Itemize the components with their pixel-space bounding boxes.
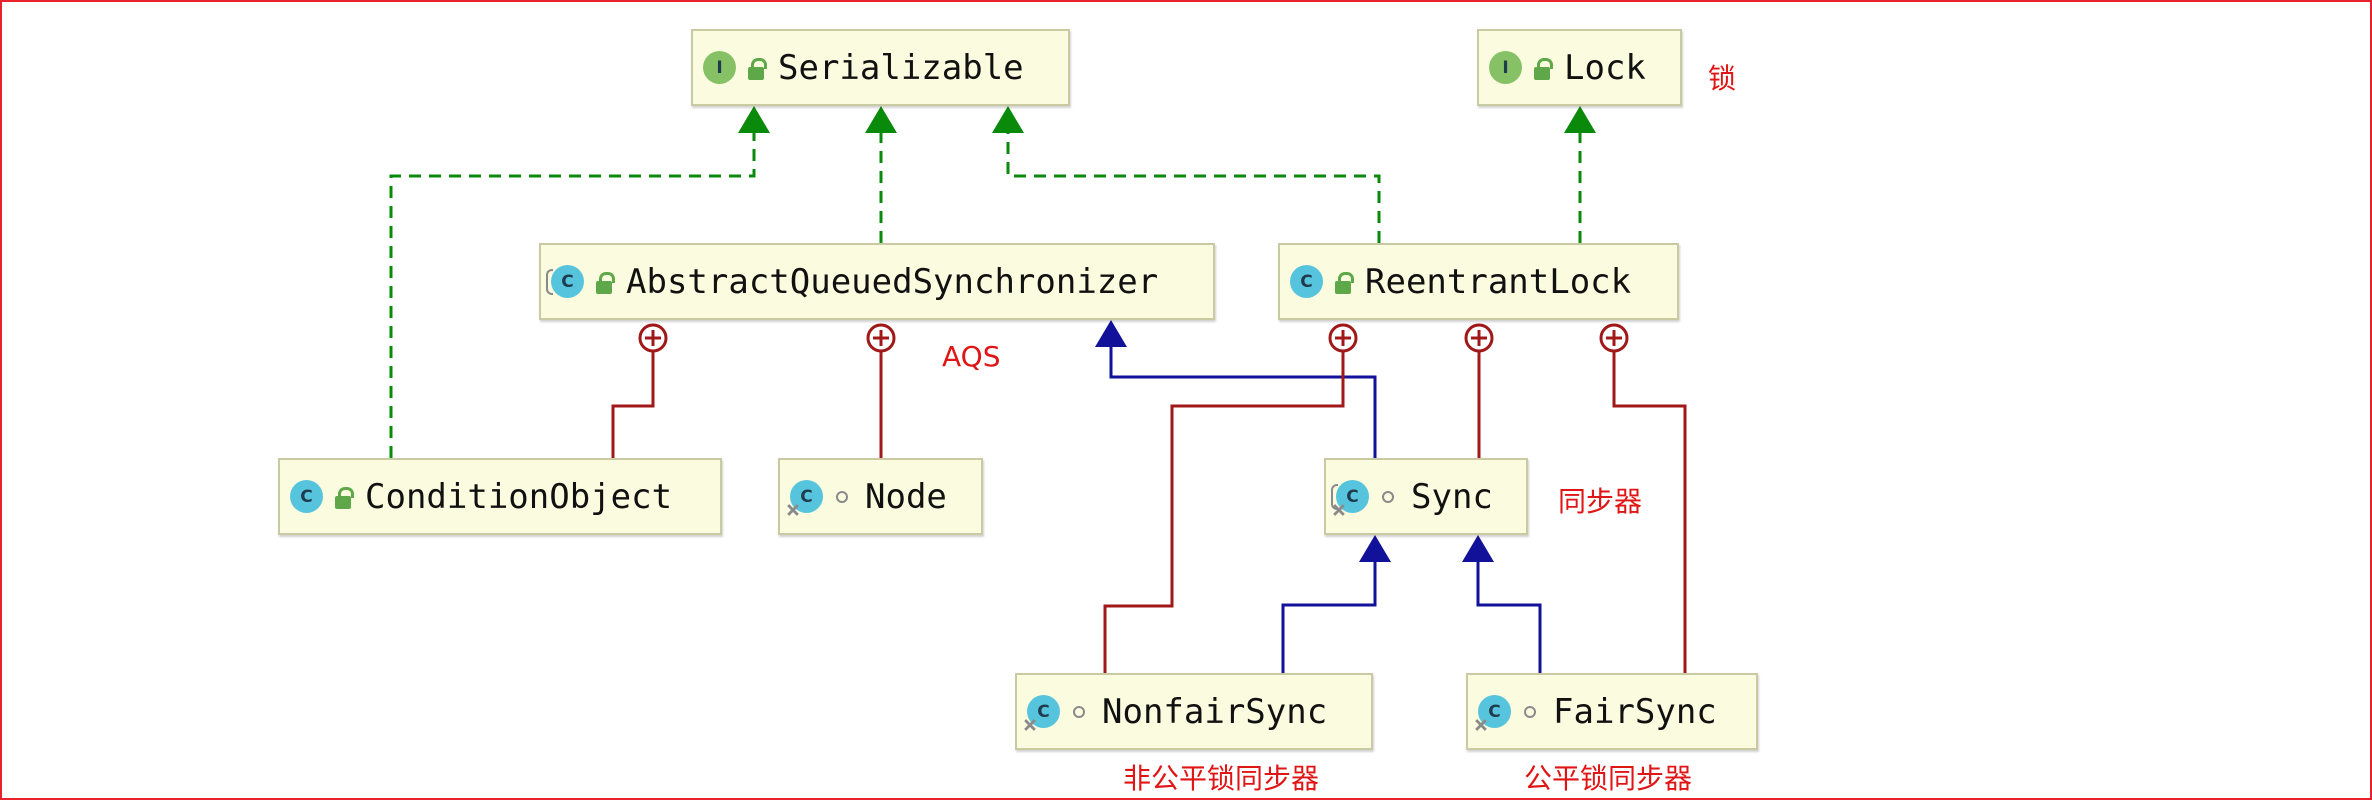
inner-class-marker bbox=[638, 323, 668, 353]
arrowhead-extends bbox=[1359, 535, 1391, 562]
node-label: ReentrantLock bbox=[1365, 261, 1632, 302]
edge-condition-object-implements-serializable bbox=[389, 132, 756, 458]
interface-icon: I bbox=[703, 51, 736, 84]
interface-icon: I bbox=[1489, 51, 1522, 84]
annotation-nonfair-sync: 非公平锁同步器 bbox=[1123, 762, 1320, 795]
package-access-icon bbox=[1377, 480, 1399, 513]
inner-class-marker bbox=[1464, 323, 1494, 353]
public-access-icon bbox=[331, 480, 354, 513]
node-label: ConditionObject bbox=[365, 476, 673, 517]
static-class-icon: C bbox=[790, 480, 823, 513]
arrowhead-extends bbox=[1095, 320, 1127, 347]
edge-reentrant-lock-implements-serializable bbox=[1006, 132, 1381, 243]
public-access-icon bbox=[744, 51, 767, 84]
arrowhead-implements bbox=[865, 106, 897, 133]
arrowhead-implements bbox=[738, 106, 770, 133]
node-reentrant-lock[interactable]: C ReentrantLock bbox=[1278, 243, 1679, 320]
node-abstract-queued-synchronizer[interactable]: C AbstractQueuedSynchronizer bbox=[539, 243, 1215, 320]
node-lock[interactable]: I Lock bbox=[1477, 29, 1682, 106]
arrowhead-implements bbox=[1564, 106, 1596, 133]
inner-class-marker bbox=[866, 323, 896, 353]
public-access-icon bbox=[1530, 51, 1553, 84]
class-icon: C bbox=[1290, 265, 1323, 298]
abstract-class-icon: C bbox=[546, 265, 584, 298]
edge-condition-object-inner-of-aqs bbox=[611, 352, 655, 458]
node-node[interactable]: C Node bbox=[778, 458, 983, 535]
inner-class-marker bbox=[1599, 323, 1629, 353]
public-access-icon bbox=[1331, 265, 1354, 298]
annotation-fair-sync: 公平锁同步器 bbox=[1524, 762, 1693, 795]
class-icon: C bbox=[290, 480, 323, 513]
edge-sync-extends-aqs bbox=[1109, 347, 1377, 458]
node-nonfair-sync[interactable]: C NonfairSync bbox=[1015, 673, 1373, 750]
static-class-icon: C bbox=[1027, 695, 1060, 728]
node-sync[interactable]: C Sync bbox=[1324, 458, 1528, 535]
public-access-icon bbox=[592, 265, 615, 298]
static-class-icon: C bbox=[1478, 695, 1511, 728]
annotation-aqs: AQS bbox=[942, 340, 1001, 373]
node-label: Node bbox=[865, 476, 947, 517]
arrowhead-extends bbox=[1462, 535, 1494, 562]
node-label: Serializable bbox=[778, 47, 1024, 88]
node-fair-sync[interactable]: C FairSync bbox=[1466, 673, 1758, 750]
node-label: AbstractQueuedSynchronizer bbox=[626, 261, 1159, 302]
annotation-sync: 同步器 bbox=[1558, 485, 1643, 518]
node-label: FairSync bbox=[1553, 691, 1717, 732]
package-access-icon bbox=[1519, 695, 1541, 728]
inner-class-marker bbox=[1328, 323, 1358, 353]
package-access-icon bbox=[1068, 695, 1090, 728]
node-serializable[interactable]: I Serializable bbox=[691, 29, 1070, 106]
package-access-icon bbox=[831, 480, 853, 513]
edge-nonfair-sync-inner-of-reentrant-lock bbox=[1103, 352, 1345, 673]
node-label: Lock bbox=[1564, 47, 1646, 88]
node-label: Sync bbox=[1411, 476, 1493, 517]
edge-fair-sync-inner-of-reentrant-lock bbox=[1612, 352, 1687, 673]
edge-fair-sync-extends-sync bbox=[1476, 562, 1542, 673]
annotation-lock: 锁 bbox=[1708, 62, 1737, 95]
node-label: NonfairSync bbox=[1102, 691, 1328, 732]
arrowhead-implements bbox=[992, 106, 1024, 133]
node-condition-object[interactable]: C ConditionObject bbox=[278, 458, 722, 535]
abstract-static-class-icon: C bbox=[1331, 480, 1369, 513]
edge-nonfair-sync-extends-sync bbox=[1281, 562, 1377, 673]
